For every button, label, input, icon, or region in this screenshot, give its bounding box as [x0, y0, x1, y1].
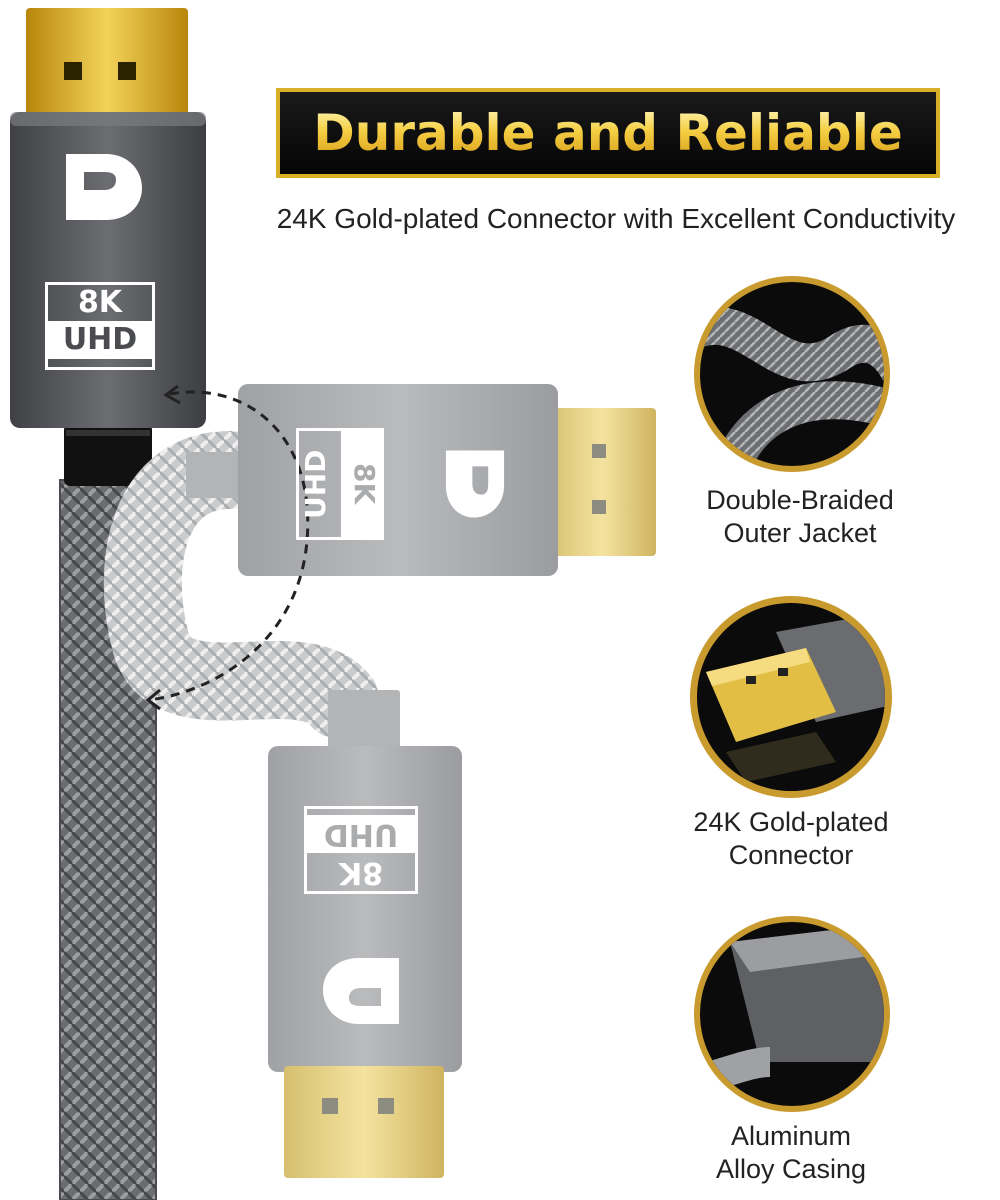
- curved-cable: [103, 431, 400, 752]
- h-badge-format: UHD: [299, 449, 332, 519]
- top-connector-badge: 8K UHD: [45, 282, 155, 370]
- feature-aluminum-line1: Aluminum: [730, 1121, 852, 1151]
- gold-connector-icon: [690, 596, 892, 798]
- feature-label-gold: 24K Gold-plated Connector: [661, 806, 921, 872]
- v-badge-format: UHD: [307, 815, 415, 853]
- horizontal-connector-badge: UHD 8K: [296, 428, 384, 540]
- v-badge-resolution: 8K: [338, 855, 384, 890]
- subtitle: 24K Gold-plated Connector with Excellent…: [276, 203, 956, 234]
- title-banner: Durable and Reliable: [276, 88, 940, 178]
- feature-gold-line1: 24K Gold-plated: [693, 807, 889, 837]
- feature-aluminum-line2: Alloy Casing: [715, 1154, 867, 1184]
- feature-gold-line2: Connector: [728, 840, 854, 870]
- badge-resolution: 8K: [77, 285, 123, 320]
- top-dp-logo: [62, 150, 146, 224]
- banner-title: Durable and Reliable: [313, 104, 903, 162]
- feature-label-braided: Double-Braided Outer Jacket: [670, 484, 930, 550]
- h-badge-resolution: 8K: [341, 431, 381, 537]
- vertical-dp-logo: [318, 954, 404, 1028]
- aluminum-casing-icon: [694, 916, 890, 1112]
- badge-format: UHD: [48, 321, 152, 359]
- feature-braided-line2: Outer Jacket: [723, 518, 877, 548]
- vertical-connector-badge: 8K UHD: [304, 806, 418, 894]
- horizontal-connector: [238, 384, 656, 576]
- braided-cable-icon: [694, 276, 890, 472]
- feature-braided-line1: Double-Braided: [706, 485, 894, 515]
- horizontal-dp-logo: [438, 446, 512, 522]
- feature-label-aluminum: Aluminum Alloy Casing: [661, 1120, 921, 1186]
- rotation-arrow: [145, 384, 310, 711]
